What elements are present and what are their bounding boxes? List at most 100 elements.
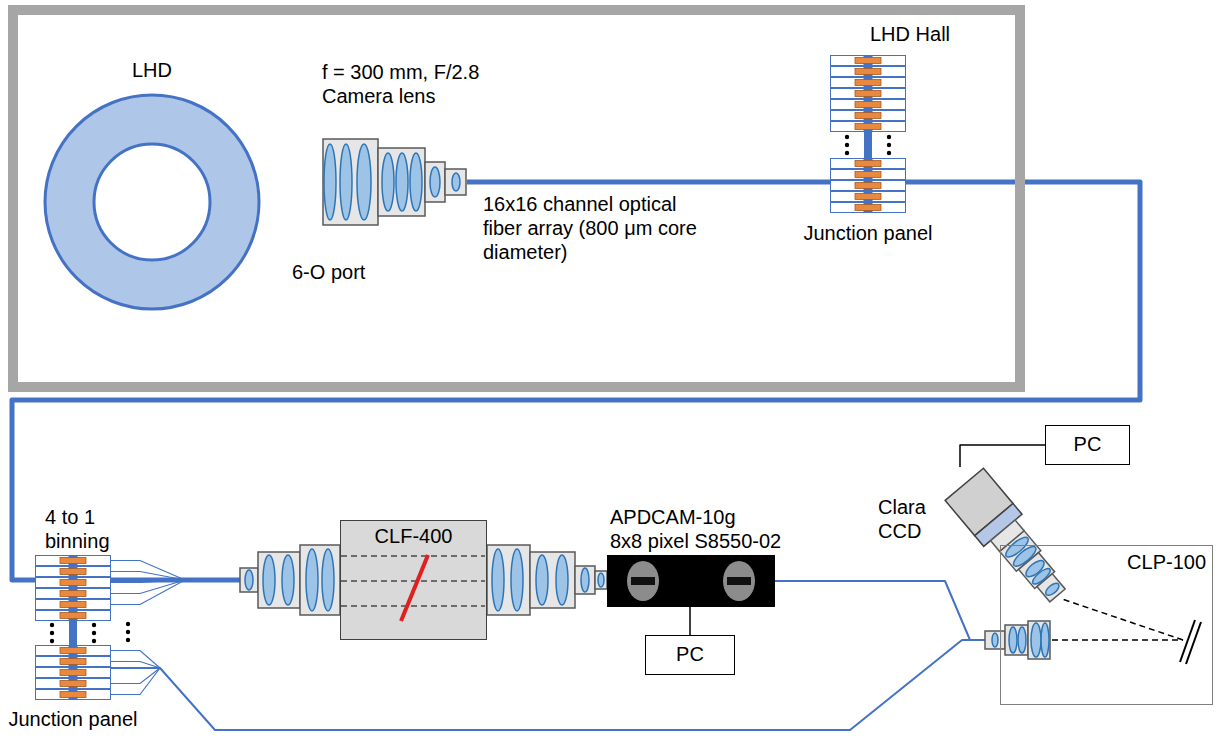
- clf-input-lens: [240, 545, 340, 615]
- clp-input-lens: [1005, 625, 1028, 655]
- ellipsis-dot: [92, 631, 96, 635]
- ccd-camera: Clara CCD: [942, 467, 1037, 562]
- ellipsis-dot: [845, 143, 849, 147]
- fiber-connector: [855, 80, 881, 86]
- lens-element: [410, 153, 422, 211]
- ellipsis-dot: [92, 623, 96, 627]
- lhd-torus: LHD: [42, 92, 262, 312]
- fiber-bundle: [864, 55, 872, 213]
- ellipsis-dot: [50, 639, 54, 643]
- lens-barrel: [445, 169, 466, 195]
- apd-camera: APDCAM-10g8x8 pixel S8550-02: [607, 555, 775, 607]
- fiber-connector: [855, 69, 881, 75]
- fiber-connector: [855, 113, 881, 119]
- binning-fibers: [126, 622, 130, 626]
- clf-input-lens: [263, 555, 275, 605]
- mount-screw: [627, 561, 659, 601]
- fiber-connector: [60, 670, 86, 676]
- clp-input-lens: [1018, 627, 1026, 653]
- node-text: 8x8 pixel S8550-02: [610, 529, 781, 553]
- lens-element: [452, 173, 460, 191]
- clf-output-lens: [536, 555, 548, 605]
- junction-panel: Junction panel: [35, 555, 111, 700]
- fiber-label: 16x16 channel optical fiber array (800 μ…: [483, 192, 698, 264]
- binning-fibers: [111, 561, 185, 695]
- clf-output-lens: [598, 573, 604, 587]
- ccd-camera: [945, 468, 1031, 557]
- fiber-connector: [855, 124, 881, 130]
- optical-path: [1052, 639, 1183, 641]
- binning-fibers: [111, 580, 185, 583]
- binning-fibers: [111, 561, 185, 581]
- fiber-connector: [60, 648, 86, 654]
- clf-input-lens: [322, 549, 334, 611]
- fiber-connector: [855, 172, 881, 178]
- mount-screw: [723, 561, 755, 601]
- node-text: Clara CCD: [878, 495, 938, 543]
- ellipsis-dot: [887, 135, 891, 139]
- filter-box: CLF-400: [340, 520, 487, 640]
- camera-lens: f = 300 mm, F/2.8 Camera lens: [322, 138, 467, 226]
- clf-output-lens: [487, 545, 607, 615]
- part-label: 4 to 1 binning: [45, 505, 120, 553]
- fiber-connector: [60, 692, 86, 698]
- optical-fiber: [467, 180, 830, 185]
- junction-panel: Junction panel: [830, 55, 906, 213]
- ccd-camera: [991, 520, 1025, 551]
- ellipsis-dot: [887, 143, 891, 147]
- binning-fibers: [126, 638, 130, 642]
- ccd-camera-shape: [942, 467, 1037, 562]
- fiber-connector: [60, 580, 86, 586]
- optical-path: [1062, 599, 1183, 640]
- clf-output-lens: [575, 566, 595, 594]
- node-text: CLP-100: [1001, 550, 1212, 574]
- node-text: CLF-400: [341, 524, 486, 548]
- binning-fibers: [111, 668, 160, 684]
- clara-lens: [1011, 544, 1039, 570]
- spectrometer-box: CLP-100: [1000, 545, 1213, 705]
- clara-lens: [1044, 581, 1061, 597]
- binning-fibers: [111, 580, 185, 594]
- ellipsis-dot: [50, 623, 54, 627]
- ellipsis-dot: [887, 151, 891, 155]
- clf-input-lens: [240, 568, 258, 592]
- fiber-connector: [855, 161, 881, 167]
- fiber-connector: [855, 58, 881, 64]
- fiber-connector: [60, 613, 86, 619]
- node-text: LHD Hall: [870, 22, 950, 46]
- ellipsis-dot: [845, 135, 849, 139]
- clf-output-lens: [492, 549, 504, 611]
- fiber-connector: [855, 205, 881, 211]
- optical-fiber: [775, 581, 1000, 640]
- clp-input-lens: [992, 633, 998, 647]
- torus-hole: [94, 144, 210, 260]
- apd-camera-shape: [607, 555, 775, 607]
- pc-box: PC: [1045, 425, 1130, 465]
- fiber-connector: [855, 183, 881, 189]
- lens-barrel: [425, 162, 445, 202]
- node-text: PC: [1046, 426, 1129, 463]
- ellipsis-dot: [50, 631, 54, 635]
- lens-barrel: [323, 139, 378, 225]
- clp-input-lens: [1009, 627, 1017, 653]
- clp-input-lens: [985, 621, 1050, 659]
- fiber-connector: [855, 91, 881, 97]
- fiber-connector: [60, 681, 86, 687]
- clf-input-lens: [306, 549, 318, 611]
- node-text: Junction panel: [5, 707, 141, 731]
- data-cable: [960, 445, 1045, 467]
- fiber-connector: [60, 558, 86, 564]
- optical-axis: [341, 605, 485, 606]
- data-cable: [689, 607, 691, 635]
- clp-input-lens: [985, 631, 1005, 649]
- fiber-connector: [60, 659, 86, 665]
- grating-mirror: [1180, 620, 1195, 662]
- clf-input-lens: [245, 570, 253, 590]
- ellipsis-dot: [845, 151, 849, 155]
- fiber-connector: [60, 602, 86, 608]
- label-anchor: 4 to 1 binning: [45, 505, 120, 553]
- binning-fibers: [111, 572, 185, 581]
- junction-panel-shape: [35, 555, 111, 700]
- lens-element: [430, 167, 440, 197]
